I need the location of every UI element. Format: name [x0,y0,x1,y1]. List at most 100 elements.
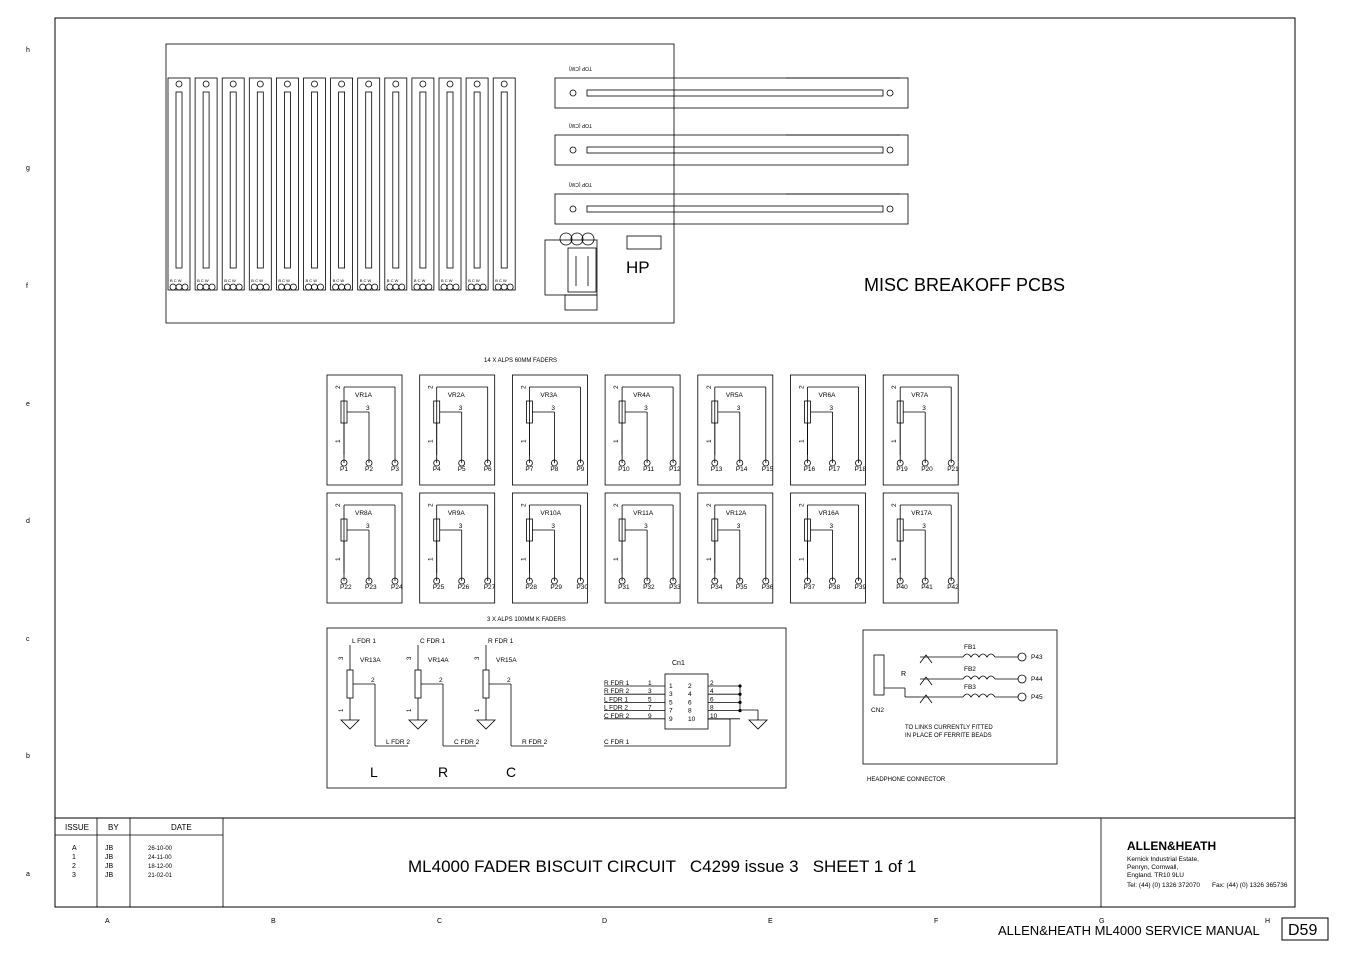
pin-number-1: 1 [891,439,898,443]
pin-number-1: 1 [706,439,713,443]
fader-module-box [419,492,496,604]
fader-module-box [697,374,774,486]
pin-number-3: 3 [459,405,463,412]
grid-row-d: d [26,518,30,525]
pin-label: P32 [643,584,655,591]
pin-number-3: 3 [339,656,345,660]
pin-label: P22 [340,584,352,591]
pin-label: P40 [896,584,908,591]
pin-number-2: 2 [439,677,443,684]
fader-slot [473,91,481,269]
ground-symbol [408,719,428,730]
jack-label: R [901,671,906,678]
grid-col-B: B [271,918,276,925]
faders-100mm-box [326,627,787,789]
connector-net-label: L FDR 2 [604,705,628,712]
test-point [896,577,904,585]
fader-pcb-strip [384,77,408,291]
pad [202,283,210,291]
fader-slot [283,91,291,269]
pin-label: P12 [669,466,681,473]
fader-top-label: C FDR 1 [420,638,446,645]
pad [277,283,285,291]
grid-col-E: E [768,918,773,925]
long-fader-slot [586,205,884,213]
fader-ref: VR9A [448,510,466,517]
pin-number-1: 1 [613,557,620,561]
test-point [643,459,651,467]
test-point [921,577,929,585]
by-header: BY [108,823,119,832]
long-pcb-bars: TOP (CW)TOP (CW)TOP (CW) [554,65,909,225]
connector-pin-number: 3 [648,688,652,695]
headphone-pcb: HP [544,232,662,311]
fader-ref: VR12A [726,510,747,517]
pad-labels: B C W [224,278,236,283]
pin-number-2: 2 [799,503,806,507]
pin-number-3: 3 [644,523,648,530]
jack-contact [919,654,933,664]
fader-ref: VR2A [448,392,466,399]
pin-number-3: 3 [459,523,463,530]
ferrite-bead [962,653,996,658]
pad-labels: B C W [251,278,263,283]
fader-ref: VR15A [496,657,517,664]
connector-pin-number: 3 [669,691,673,698]
ferrite-bead [962,675,996,680]
connector-pin-number: 8 [710,705,714,712]
grid-row-b: b [26,753,30,760]
pin-number-3: 3 [475,656,481,660]
pad [425,283,433,291]
fader-ref: VR8A [355,510,373,517]
headphone-box [862,629,1058,765]
pin-label: P3 [391,466,399,473]
fader-pcb-strip [465,77,489,291]
pin-label: P33 [669,584,681,591]
pin-number-2: 2 [428,503,435,507]
fader-slot [446,91,454,269]
mount-hole [569,205,577,213]
pin-label: P35 [736,584,748,591]
pad [196,283,204,291]
fader-top-label: L FDR 1 [352,638,376,645]
test-point [526,577,533,585]
test-point [711,577,719,585]
pin-label: P5 [458,466,466,473]
pin-label: P25 [433,584,445,591]
pad [256,283,264,291]
pad [413,283,421,291]
fader-top-label: R FDR 1 [488,638,514,645]
fader-pcb-strip [275,77,299,291]
pad-labels: B C W [441,278,453,283]
page-number-box [1281,917,1329,941]
ground-symbol [340,719,360,730]
test-point [526,459,533,467]
pin-number-2: 2 [799,385,806,389]
pad [332,283,340,291]
issue-date: 18-12-00 [148,864,173,870]
potentiometer-body [346,669,354,699]
grid-col-C: C [437,918,442,925]
pin-number-1: 1 [799,557,806,561]
grid-col-F: F [934,918,938,925]
fader-pcb-strip [194,77,218,291]
ferrite-ref: FB1 [964,644,976,651]
test-point [643,577,651,585]
grid-col-D: D [602,918,607,925]
connector-pin-number: 8 [688,708,692,715]
potentiometer-body [414,669,422,699]
fader-ref: VR7A [911,392,929,399]
pin-label: P7 [525,466,533,473]
test-point [340,459,348,467]
pin-number-3: 3 [922,405,926,412]
mount-hole [256,80,264,88]
issue-author: JB [105,854,114,861]
faders-60mm-heading: 14 X ALPS 60MM FADERS [484,358,557,364]
